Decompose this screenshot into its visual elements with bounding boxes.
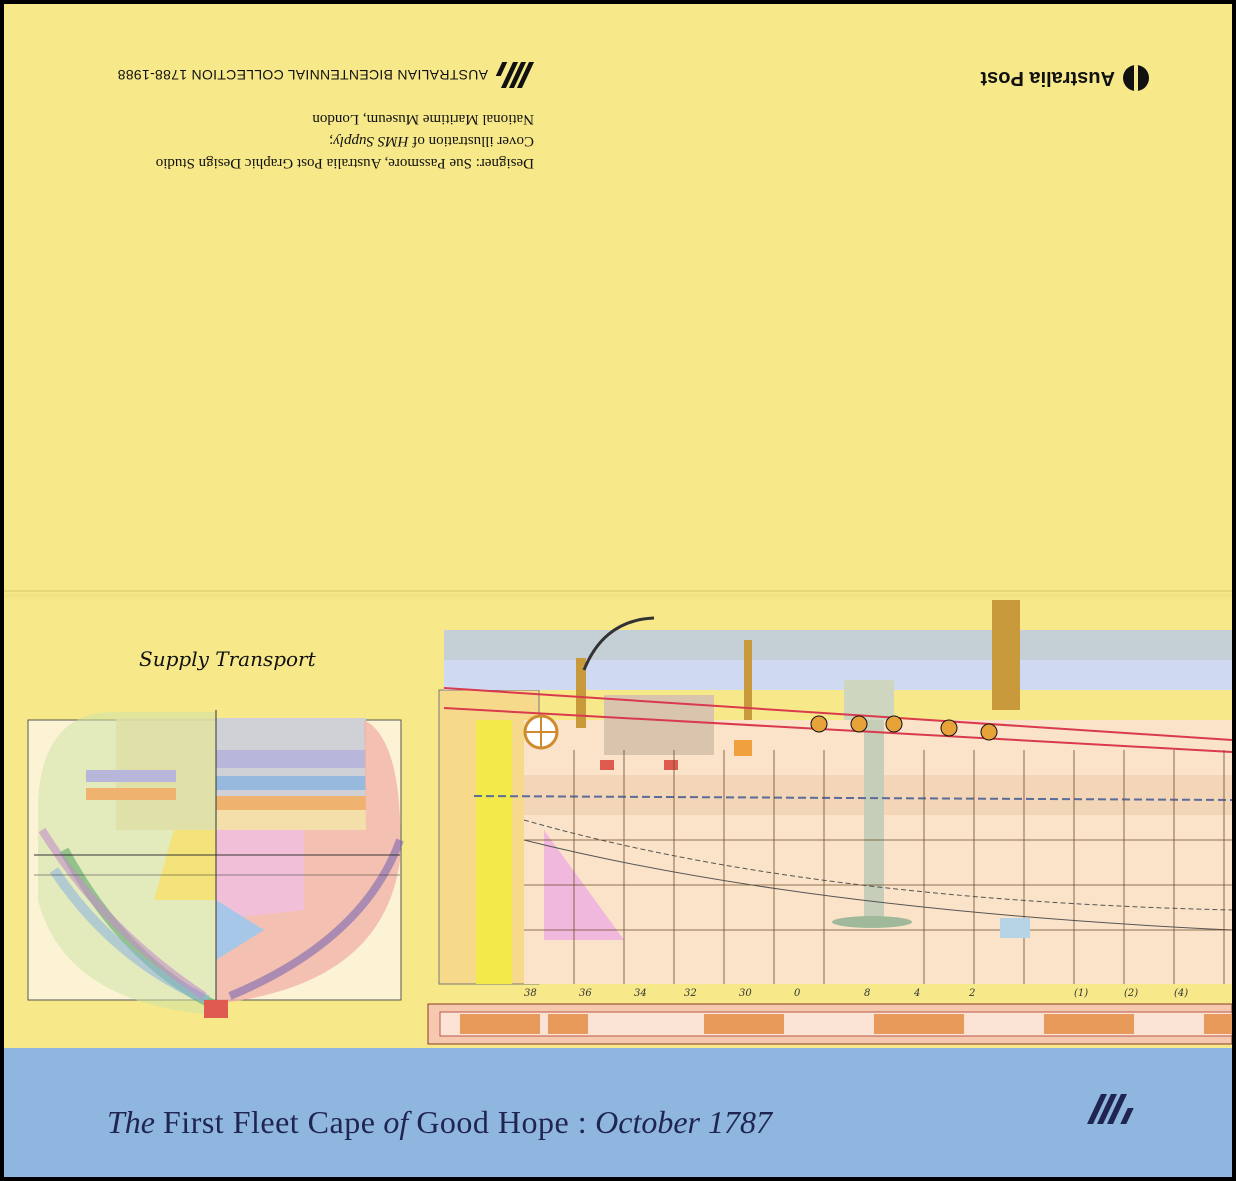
australia-post-label: Australia Post (980, 67, 1115, 90)
scale-label: (4) (1174, 988, 1188, 999)
supply-transport-label: Supply Transport (139, 647, 317, 671)
bicentennial-logo-icon (495, 62, 535, 88)
profile-drawing: 38 36 34 32 30 0 8 4 2 (1) (2) (4) (427, 600, 1232, 1045)
body-plan-drawing: Supply Transport (27, 647, 404, 1018)
scale-label: 8 (864, 988, 870, 999)
scale-label: 0 (794, 988, 801, 999)
museum-credit: National Maritime Museum, London (312, 111, 534, 127)
collection-label: AUSTRALIAN BICENTENNIAL COLLECTION 1788-… (117, 67, 488, 83)
title-of: of (383, 1104, 409, 1140)
australia-post-brand: Australia Post (939, 60, 1149, 96)
scale-label: 34 (634, 988, 647, 999)
designer-credit: Designer: Sue Passmore, Australia Post G… (155, 155, 534, 171)
title-the: The (107, 1104, 155, 1140)
cover-credit: Cover illustration of HMS Supply; (329, 133, 534, 149)
scale-label: 36 (579, 988, 592, 999)
title-place: Good Hope : (416, 1104, 588, 1140)
scale-label: 38 (524, 988, 537, 999)
pack-title: The First Fleet Cape of Good Hope : Octo… (107, 1104, 772, 1141)
scale-label: (1) (1074, 988, 1088, 999)
australia-post-logo-icon (1123, 65, 1149, 91)
title-main: First Fleet Cape (163, 1104, 376, 1140)
scale-label: 4 (913, 988, 920, 999)
scale-label: 32 (684, 988, 697, 999)
presentation-pack: Australia Post AUSTRALIAN BICENTENNIAL C… (4, 4, 1232, 1177)
scale-label: 2 (968, 988, 975, 999)
scale-label: 30 (739, 988, 752, 999)
title-date: October 1787 (595, 1104, 772, 1140)
fold-shadow (4, 594, 1232, 600)
fold-line (4, 590, 1232, 592)
scale-label: (2) (1124, 988, 1138, 999)
title-band: The First Fleet Cape of Good Hope : Octo… (4, 1048, 1232, 1177)
ship-plan-illustration: Supply Transport (27, 600, 1232, 1045)
credits-block: Designer: Sue Passmore, Australia Post G… (104, 100, 534, 174)
ship-name: HMS Supply (333, 133, 409, 149)
collection-line: AUSTRALIAN BICENTENNIAL COLLECTION 1788-… (104, 60, 535, 90)
bicentennial-logo-icon (1086, 1090, 1138, 1126)
